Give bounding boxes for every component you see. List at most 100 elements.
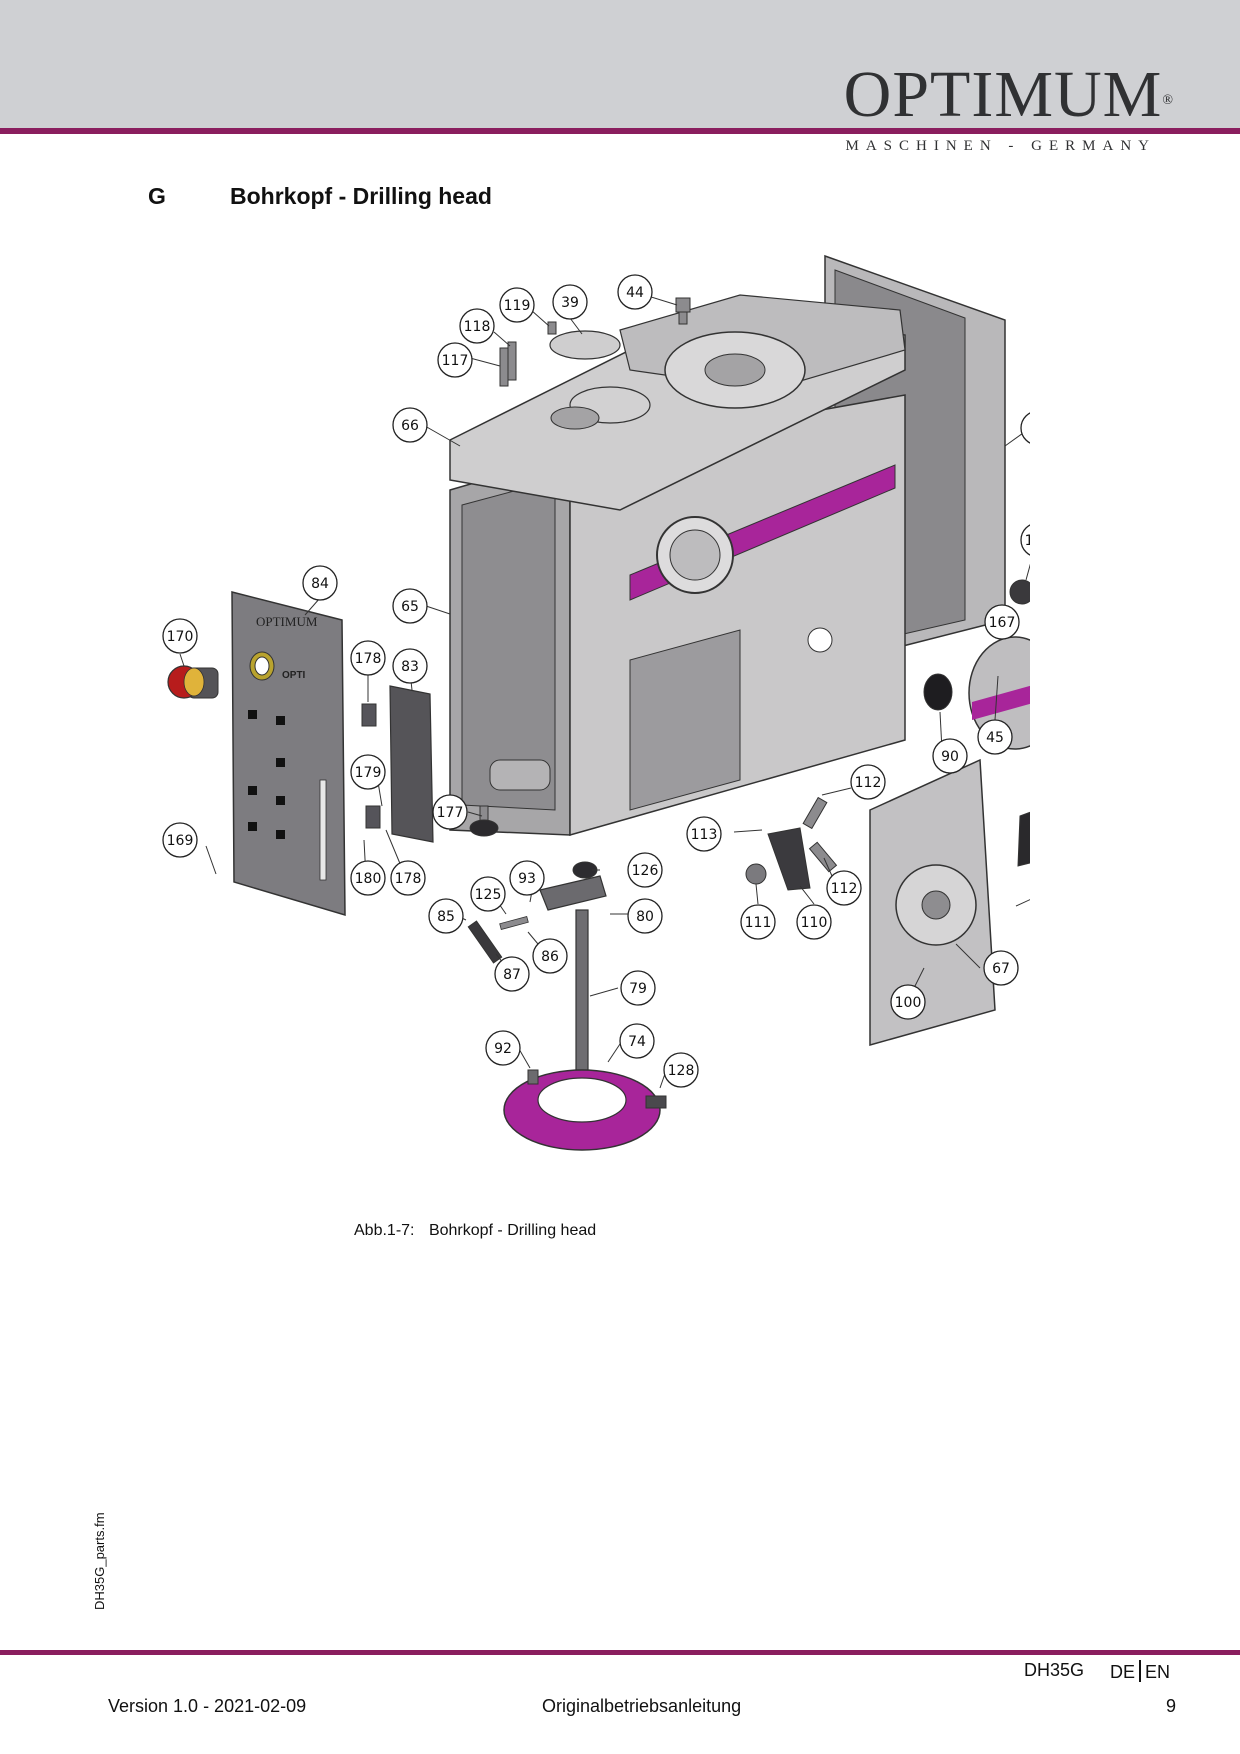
callout-circle xyxy=(1020,412,1030,444)
callout-label: 167 xyxy=(989,615,1016,631)
callout-circle xyxy=(627,852,663,888)
callout-circle xyxy=(552,284,588,320)
callout-label: 92 xyxy=(494,1041,512,1057)
callout-44: 44 xyxy=(617,274,653,310)
callout-74: 74 xyxy=(619,1023,655,1059)
callout-177: 177 xyxy=(432,794,468,830)
callout-126: 126 xyxy=(627,852,663,888)
callout-83: 83 xyxy=(392,648,428,684)
callout-circle xyxy=(686,816,722,852)
callout-112: 112 xyxy=(826,870,862,906)
callout-circle xyxy=(977,719,1013,755)
callout-label: 93 xyxy=(518,871,536,887)
callout-110: 110 xyxy=(796,904,832,940)
callout-45: 45 xyxy=(977,719,1013,755)
callout-label: 79 xyxy=(629,981,647,997)
callout-circle xyxy=(932,738,968,774)
side-cover-67-part xyxy=(869,758,996,1046)
callout-label: 45 xyxy=(986,730,1004,746)
brand-logo: OPTIMUM® xyxy=(844,62,1174,128)
language-en: EN xyxy=(1145,1662,1171,1682)
callout-label: 126 xyxy=(632,863,659,879)
callout-circle xyxy=(663,1052,699,1088)
model-name: DH35G xyxy=(1024,1660,1085,1680)
callout-65: 65 xyxy=(392,588,428,624)
panel-model-text: OPTI xyxy=(282,670,306,681)
callout-circle xyxy=(162,822,198,858)
callout-125: 125 xyxy=(470,876,506,912)
callout-92: 92 xyxy=(485,1030,521,1066)
cap-168-part xyxy=(1009,579,1030,605)
callout-label: 39 xyxy=(561,295,579,311)
drill-head-housing-part xyxy=(449,394,906,836)
callout-circle xyxy=(392,588,428,624)
callout-circle xyxy=(983,950,1019,986)
registered-mark: ® xyxy=(1162,93,1174,108)
version-text: Version 1.0 - 2021-02-09 xyxy=(108,1696,307,1716)
header-accent-rule xyxy=(0,128,1240,134)
callout-label: 119 xyxy=(504,298,531,314)
callout-113: 113 xyxy=(686,816,722,852)
callout-circle xyxy=(432,794,468,830)
callout-label: 180 xyxy=(355,871,382,887)
callout-label: 87 xyxy=(503,967,521,983)
gasket-68-part xyxy=(1017,811,1030,867)
panel-brand-text: OPTIMUM xyxy=(256,614,318,629)
page-number: 9 xyxy=(1166,1696,1177,1716)
callout-169: 169 xyxy=(162,822,198,858)
callout-label: 128 xyxy=(668,1063,695,1079)
switches-178-part xyxy=(361,703,381,829)
callout-170: 170 xyxy=(162,618,198,654)
callout-label: 117 xyxy=(442,353,469,369)
callout-86: 86 xyxy=(532,938,568,974)
callout-label: 170 xyxy=(167,629,194,645)
callout-label: 80 xyxy=(636,909,654,925)
gasket-90-part xyxy=(923,673,953,711)
callout-circle xyxy=(390,860,426,896)
callout-circle xyxy=(740,904,776,940)
callout-39: 39 xyxy=(552,284,588,320)
callout-circle xyxy=(509,860,545,896)
callout-circle xyxy=(470,876,506,912)
callout-label: 125 xyxy=(475,887,502,903)
callout-circle xyxy=(485,1030,521,1066)
callout-112: 112 xyxy=(850,764,886,800)
callout-90: 90 xyxy=(932,738,968,774)
bracket-assembly-part xyxy=(745,796,838,891)
callout-circle xyxy=(826,870,862,906)
callout-80: 80 xyxy=(627,898,663,934)
callout-label: 100 xyxy=(895,995,922,1011)
caption-number: Abb.1-7: xyxy=(354,1222,415,1239)
section-title: Bohrkopf - Drilling head xyxy=(230,183,492,209)
screws-top-part xyxy=(499,297,691,387)
callout-167: 167 xyxy=(984,604,1020,640)
callout-118: 118 xyxy=(459,308,495,344)
callout-label: 110 xyxy=(801,915,828,931)
callout-label: 90 xyxy=(941,749,959,765)
callout-label: 83 xyxy=(401,659,419,675)
callout-label: 67 xyxy=(992,961,1010,977)
callout-circle xyxy=(620,970,656,1006)
callout-label: 113 xyxy=(691,827,718,843)
callout-label: 84 xyxy=(311,576,329,592)
part-callouts: 1193944118117668816884651673517017883904… xyxy=(162,274,1030,1088)
callout-circle xyxy=(437,342,473,378)
foot-177-part xyxy=(469,805,499,837)
language-separator xyxy=(1139,1660,1142,1682)
callout-label: 112 xyxy=(831,881,858,897)
callout-178: 178 xyxy=(350,640,386,676)
callout-circle xyxy=(627,898,663,934)
cover-disc-39-part xyxy=(549,330,621,360)
callout-circle xyxy=(617,274,653,310)
callout-84: 84 xyxy=(302,565,338,601)
callout-87: 87 xyxy=(494,956,530,992)
callout-label: 74 xyxy=(628,1034,646,1050)
callout-128: 128 xyxy=(663,1052,699,1088)
callout-circle xyxy=(392,648,428,684)
brand-tagline: MASCHINEN - GERMANY xyxy=(845,138,1156,154)
callout-66: 66 xyxy=(392,407,428,443)
callout-111: 111 xyxy=(740,904,776,940)
callout-label: 112 xyxy=(855,775,882,791)
callout-circle xyxy=(796,904,832,940)
